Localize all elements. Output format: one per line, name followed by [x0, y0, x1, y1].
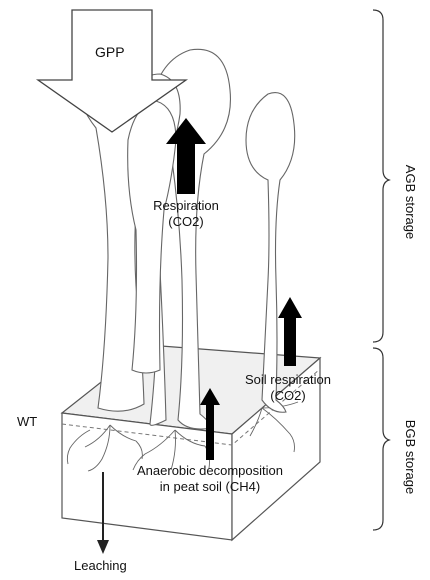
- wt-label: WT: [17, 414, 37, 430]
- agb-storage-label: AGB storage: [402, 152, 418, 252]
- soil-respiration-label-line1: Soil respiration: [233, 372, 343, 388]
- respiration-label-line1: Respiration: [140, 198, 232, 214]
- anaerobic-label-line2: in peat soil (CH4): [120, 479, 300, 495]
- soil-respiration-label: Soil respiration (CO2): [233, 372, 343, 404]
- respiration-label-line2: (CO2): [140, 214, 232, 230]
- leaching-label: Leaching: [74, 558, 127, 574]
- anaerobic-label-line1: Anaerobic decomposition: [120, 463, 300, 479]
- bgb-brace: [373, 348, 389, 530]
- gpp-label: GPP: [95, 44, 125, 60]
- bgb-storage-label: BGB storage: [402, 407, 418, 507]
- anaerobic-label: Anaerobic decomposition in peat soil (CH…: [120, 463, 300, 495]
- respiration-label: Respiration (CO2): [140, 198, 232, 230]
- soil-respiration-label-line2: (CO2): [233, 388, 343, 404]
- agb-brace: [373, 10, 389, 342]
